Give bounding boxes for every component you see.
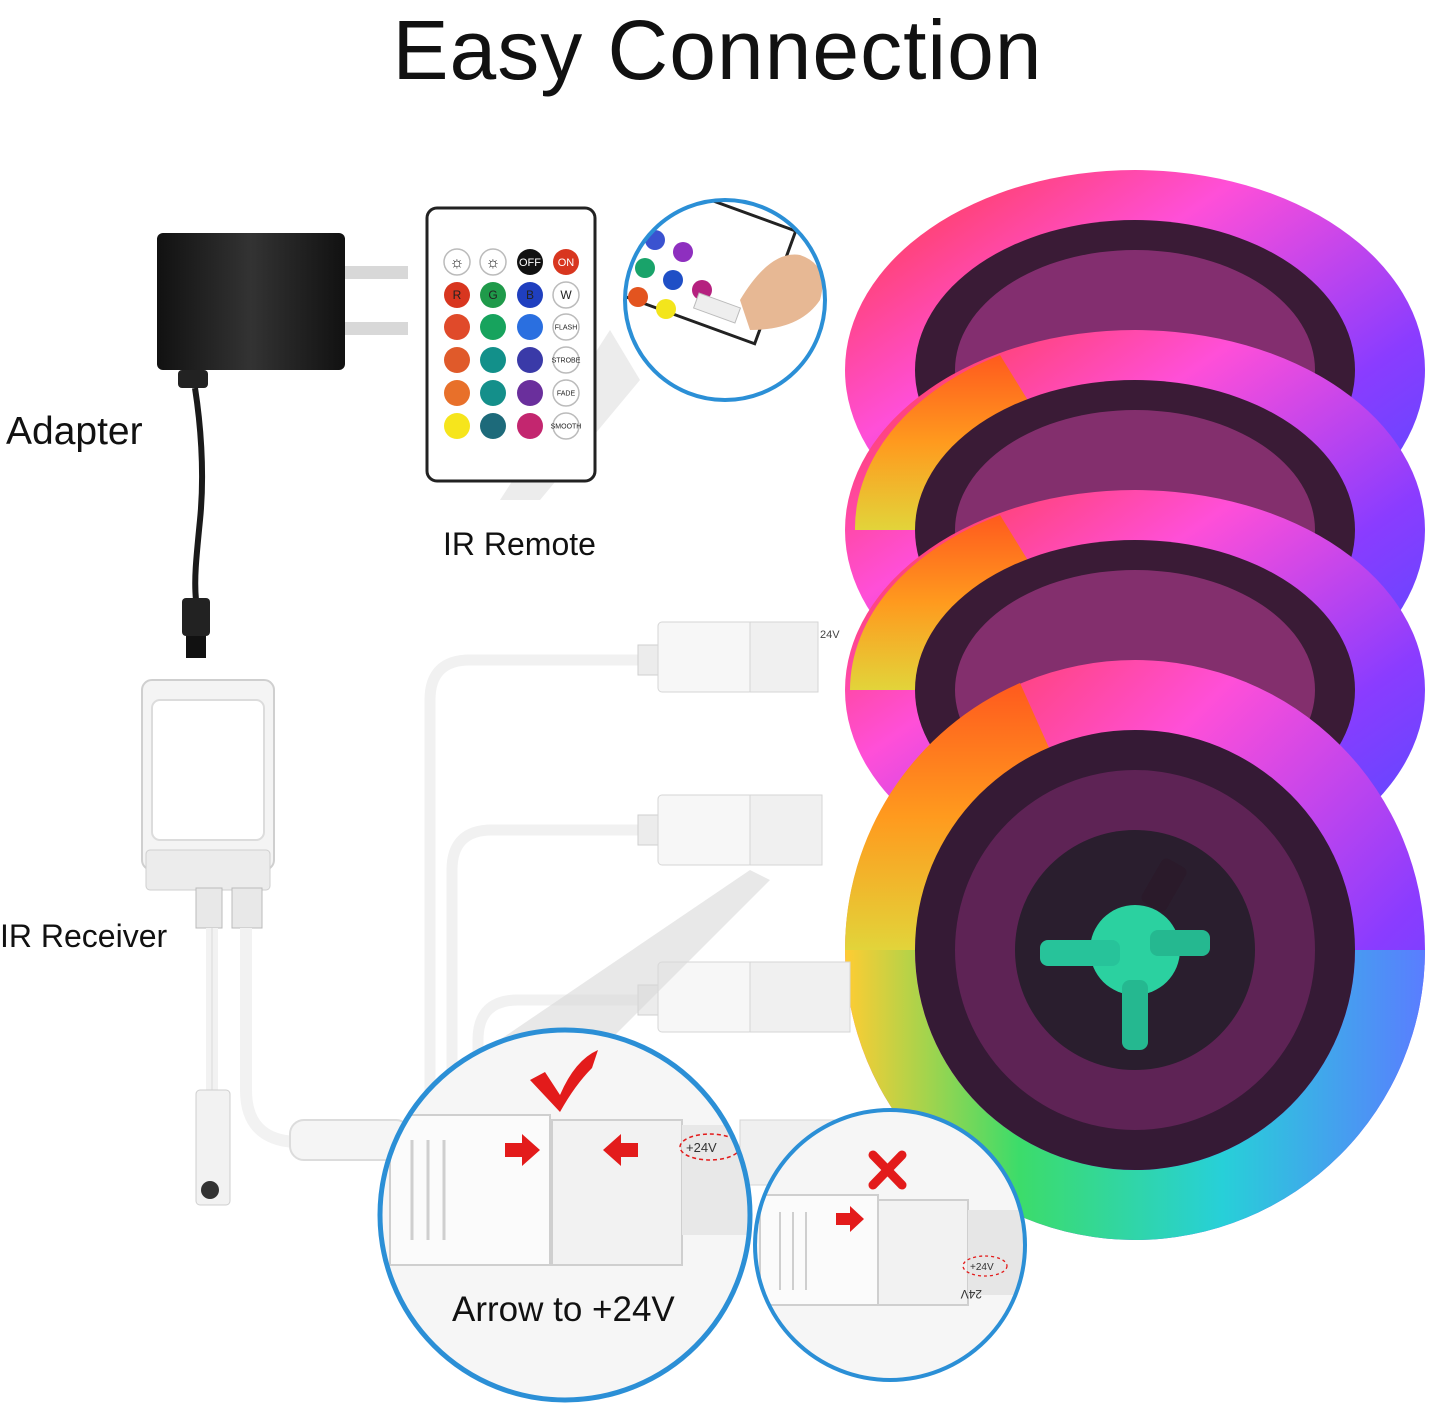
connector-2: [637, 794, 823, 866]
remote-button: [480, 314, 506, 340]
arrow-instruction-label: Arrow to +24V: [452, 1290, 675, 1329]
correct-voltage-label: +24V: [686, 1140, 717, 1155]
remote-button: [479, 248, 507, 276]
remote-button: [552, 346, 580, 374]
remote-button: [517, 347, 543, 373]
remote-button: [444, 314, 470, 340]
reel-hub: [1040, 858, 1210, 1050]
remote-button-label: G: [488, 288, 497, 302]
power-adapter: [157, 233, 408, 658]
ir-receiver-label: IR Receiver: [0, 918, 168, 954]
remote-button: [553, 249, 579, 275]
led-strip-reel-4: [844, 660, 1425, 1240]
remote-battery-callout: [623, 198, 827, 402]
ir-remote: ☼ ☼ OFF ON R G B W FLASH STROBE FADE SMOOTH: [425, 206, 597, 483]
remote-button: [444, 282, 470, 308]
remote-button-label: W: [560, 288, 572, 302]
page-title: Easy Connection: [392, 3, 1043, 97]
remote-button: [444, 380, 470, 406]
remote-button: [480, 413, 506, 439]
remote-button-label: STROBE: [552, 357, 581, 364]
remote-button: [517, 413, 543, 439]
ir-controller-box: [141, 679, 360, 1206]
remote-button: [552, 412, 580, 440]
remote-button-label: B: [526, 288, 534, 302]
arrow-right-icon: [836, 1206, 864, 1232]
remote-button-label: SMOOTH: [551, 423, 582, 430]
connector-3: [637, 961, 851, 1033]
ir-remote-label: IR Remote: [443, 526, 596, 562]
remote-button-label: FLASH: [555, 324, 578, 331]
remote-button: [444, 413, 470, 439]
remote-button: [480, 282, 506, 308]
cross-icon: [868, 1150, 907, 1190]
arrow-right-icon: [505, 1134, 540, 1166]
strip-label: 24V: [820, 629, 840, 641]
remote-button: [517, 249, 543, 275]
wrong-voltage-label-mirrored: 24V: [961, 1287, 982, 1301]
remote-button: [517, 282, 543, 308]
adapter-label: Adapter: [6, 410, 143, 453]
remote-button-label: R: [453, 288, 462, 302]
remote-button: [480, 347, 506, 373]
remote-button: [552, 281, 580, 309]
remote-button: [517, 314, 543, 340]
correct-connection-callout: +24V: [377, 1027, 753, 1403]
remote-button-label: OFF: [519, 257, 541, 269]
checkmark-icon: [530, 1050, 598, 1112]
wrong-voltage-label: +24V: [970, 1262, 994, 1273]
remote-button-label: ☼: [486, 255, 501, 272]
remote-button: [552, 313, 580, 341]
remote-button: [552, 379, 580, 407]
remote-button-label: ☼: [450, 255, 465, 272]
remote-button-label: ON: [558, 257, 575, 269]
remote-button: [480, 380, 506, 406]
remote-button: [443, 248, 471, 276]
arrow-left-icon: [603, 1134, 638, 1166]
connector-1: 24V: [637, 621, 840, 693]
wrong-connection-callout: +24V 24V: [753, 1108, 1027, 1382]
remote-button: [517, 380, 543, 406]
remote-button: [444, 347, 470, 373]
callout-wedge: [470, 870, 770, 1060]
remote-button-label: FADE: [557, 390, 576, 397]
